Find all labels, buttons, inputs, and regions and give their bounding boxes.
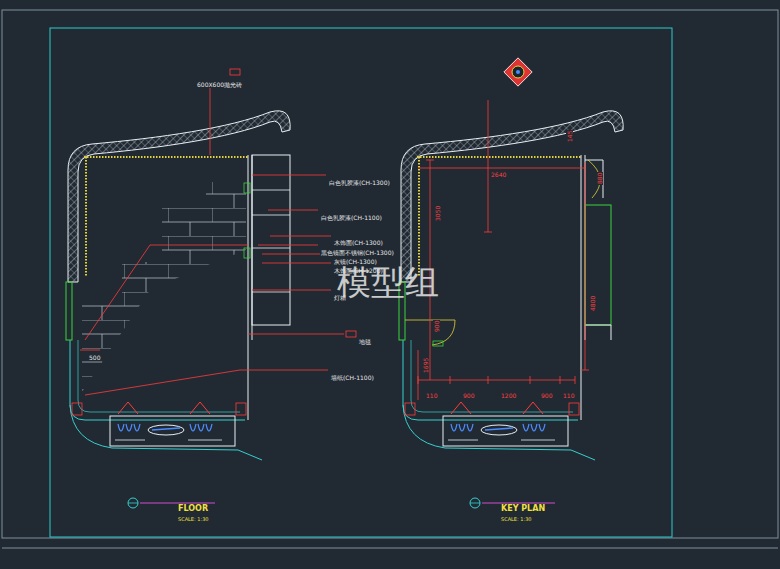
callout-text: 地毯 <box>358 338 372 345</box>
dimension-holder: 900 <box>462 384 475 402</box>
dimension-holder: 900 <box>540 384 553 402</box>
watermark-holder: 模型组 <box>336 264 440 301</box>
dimension: 1200 <box>500 392 517 399</box>
callout-text: 墙纸(CH-1100) <box>330 374 375 381</box>
dimension-holder: 145 <box>558 130 576 143</box>
dimension: 1695 <box>422 357 429 374</box>
dimension-holder: 900 <box>425 320 443 333</box>
dimension: 110 <box>562 392 575 399</box>
dimension: 500 <box>88 354 101 361</box>
callout-text-holder: 白色乳胶漆(CH-1100) <box>320 206 383 224</box>
scale-note: SCALE: 1:30 <box>500 516 533 522</box>
callout-text: 白色乳胶漆(CH-1300) <box>328 179 391 186</box>
dimension-holder: 110 <box>425 384 438 402</box>
drawing-title-holder: KEY PLAN <box>500 497 546 515</box>
callout-text: 黑色镜面不锈钢(CH-1300) <box>320 249 395 256</box>
dimension-holder: 110 <box>562 384 575 402</box>
callout-text-holder: 地毯 <box>358 330 372 348</box>
dimension-holder: 2640 <box>490 163 507 181</box>
dimension: 2640 <box>490 171 507 178</box>
watermark: 模型组 <box>336 262 440 302</box>
drawing-title: FLOOR <box>177 504 209 513</box>
drawing-title: KEY PLAN <box>500 504 546 513</box>
dimension: 900 <box>540 392 553 399</box>
callout-text-holder: 墙纸(CH-1100) <box>330 366 375 384</box>
dimension: 880 <box>596 172 603 185</box>
callout-text: 木饰面(CH-1300) <box>333 239 384 246</box>
callout-text: 白色乳胶漆(CH-1100) <box>320 214 383 221</box>
callout-text-holder: 木饰面(CH-1300) <box>333 231 384 249</box>
callout-text-holder: 600X600抛光砖 <box>196 73 243 91</box>
callout-text: 600X600抛光砖 <box>196 81 243 88</box>
dimension: 145 <box>566 130 573 143</box>
dimension-holder: 1695 <box>414 357 432 374</box>
dimension-holder: 3050 <box>426 205 444 222</box>
drawing-title-holder: FLOOR <box>177 497 209 515</box>
dimension-holder: 880 <box>588 172 606 185</box>
dimension-holder: 4800 <box>581 295 599 312</box>
dimension: 900 <box>462 392 475 399</box>
callout-text-holder: 白色乳胶漆(CH-1300) <box>328 171 391 189</box>
dimension: 3050 <box>434 205 441 222</box>
dimension: 110 <box>425 392 438 399</box>
dimension: 900 <box>433 320 440 333</box>
scale-note: SCALE: 1:30 <box>177 516 210 522</box>
dimension-holder: 1200 <box>500 384 517 402</box>
dimension: 4800 <box>589 295 596 312</box>
dimension-holder: 500 <box>88 346 101 364</box>
